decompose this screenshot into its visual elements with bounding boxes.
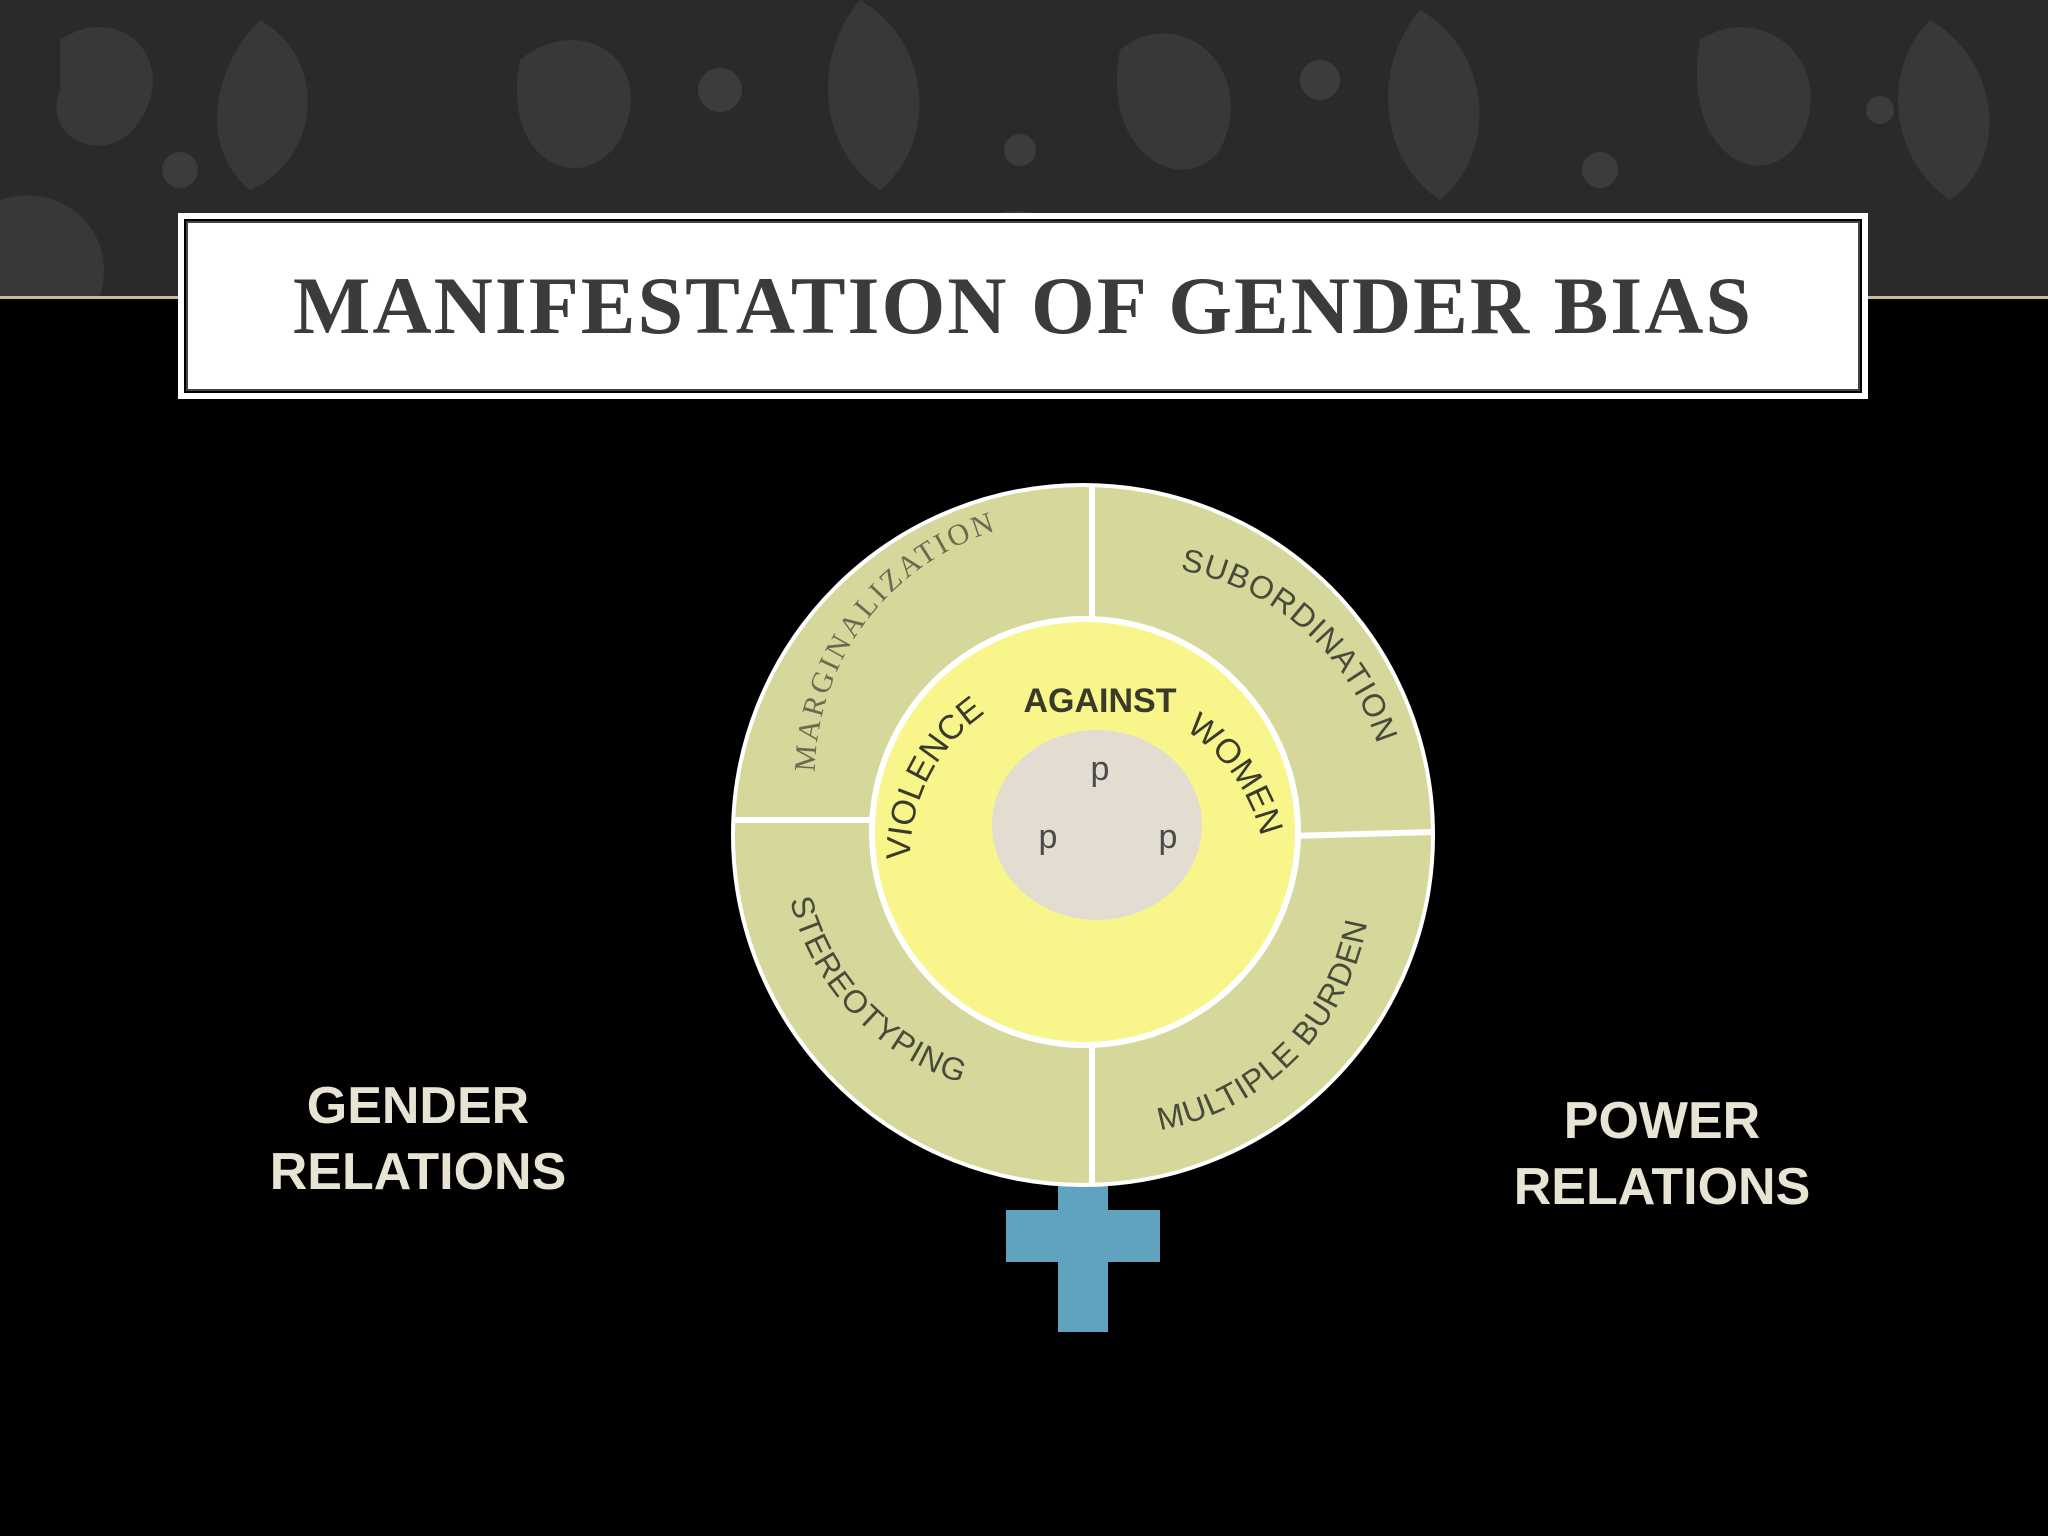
left-label-line-1: GENDER — [306, 1077, 530, 1135]
right-label-line-1: POWER — [1563, 1092, 1761, 1150]
core-letter-top: p — [1091, 750, 1110, 788]
left-label-line-2: RELATIONS — [269, 1143, 567, 1201]
core-circle — [992, 730, 1202, 920]
cross-horizontal-bar — [1006, 1210, 1160, 1262]
inner-word-against: AGAINST — [1024, 682, 1177, 720]
divider-right — [1289, 829, 1434, 839]
title-box-inner-border — [186, 221, 1860, 391]
right-label-line-2: RELATIONS — [1513, 1158, 1811, 1216]
right-side-label: POWER RELATIONS — [1502, 1088, 1822, 1220]
left-side-label: GENDER RELATIONS — [258, 1073, 578, 1205]
title-box: MANIFESTATION OF GENDER BIAS — [178, 213, 1868, 399]
core-letter-right: p — [1159, 818, 1178, 856]
slide-title: MANIFESTATION OF GENDER BIAS — [292, 260, 1754, 351]
core-letter-left: p — [1039, 818, 1058, 856]
